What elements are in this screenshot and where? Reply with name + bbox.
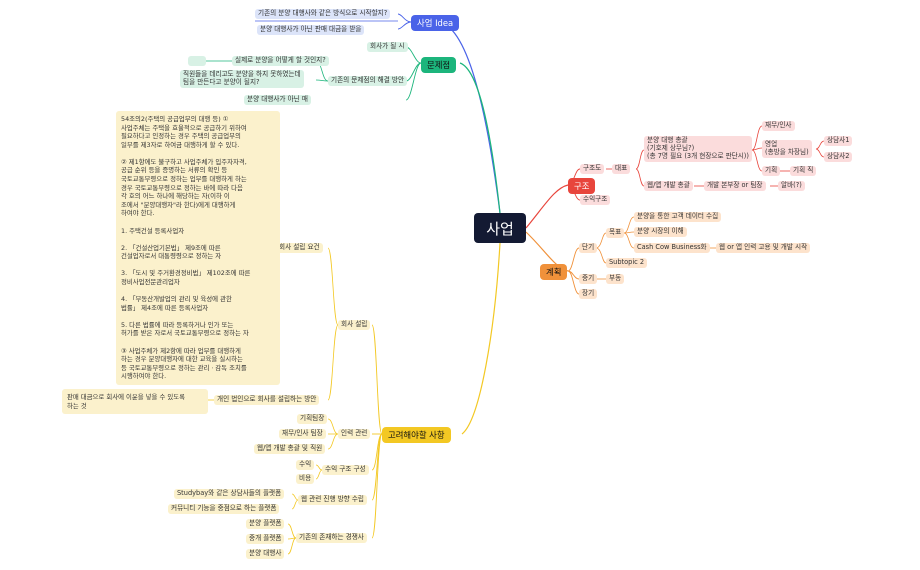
- competitor-1[interactable]: 분양 플랫폼: [246, 519, 285, 529]
- personal-company-plan[interactable]: 개인 법인으로 회사를 설립하는 방안: [214, 395, 320, 405]
- problem-item-sales[interactable]: 분양 대행사가 아닌 매: [244, 95, 311, 105]
- staff-item-2[interactable]: 재무/인사 팀장: [279, 429, 326, 439]
- staff-item-1[interactable]: 기획팀장: [297, 414, 328, 424]
- ceo-node[interactable]: 대표: [612, 164, 631, 174]
- problem-sub-1[interactable]: 실제로 분양을 어떻게 할 것인지?: [232, 56, 329, 66]
- web-direction[interactable]: 웹 관련 진행 방향 수립: [298, 495, 367, 505]
- personal-company-text[interactable]: 판매 대금으로 회사에 이윤을 넣을 수 있도록 하는 것: [62, 389, 208, 415]
- finance-hr-node[interactable]: 재무/인사: [762, 121, 795, 131]
- structure-diagram[interactable]: 구조도: [580, 164, 605, 174]
- company-requirements[interactable]: 회사 설립 요건: [276, 243, 323, 253]
- sales-node[interactable]: 영업 (총방을 차장님): [762, 140, 812, 158]
- branch-plan[interactable]: 계획: [540, 264, 568, 281]
- problem-empty-topic[interactable]: [188, 56, 206, 66]
- staffing[interactable]: 인력 관련: [338, 429, 371, 439]
- plan-subtopic[interactable]: Subtopic 2: [606, 258, 648, 268]
- sales-agency-head[interactable]: 분양 대행 총괄 (기호제 상무님?) (총 7명 필요 (3개 현장으로 판단…: [644, 136, 752, 162]
- branch-idea[interactable]: 사업 Idea: [411, 15, 460, 32]
- revenue-item-cost[interactable]: 비용: [296, 474, 315, 484]
- plan-short-term[interactable]: 단기: [579, 243, 598, 253]
- dev-lead-node[interactable]: 개발 본부장 or 팀장: [704, 181, 766, 191]
- idea-item-1[interactable]: 기존의 분양 대행사와 같은 방식으로 시작할지?: [255, 9, 391, 19]
- branch-structure[interactable]: 구조: [568, 178, 596, 195]
- revenue-structure[interactable]: 수익구조: [580, 195, 611, 205]
- problem-item-solution[interactable]: 기존의 문제점의 해결 방안: [328, 76, 408, 86]
- plan-mid-child[interactable]: 부동: [606, 274, 625, 284]
- revenue-composition[interactable]: 수익 구조 구성: [322, 465, 369, 475]
- planning-staff-node[interactable]: 기획 직: [790, 166, 817, 176]
- existing-competitors[interactable]: 기존의 존재하는 경쟁사: [296, 533, 367, 543]
- plan-goal[interactable]: 목표: [606, 228, 625, 238]
- competitor-3[interactable]: 분양 대행사: [246, 549, 285, 559]
- branch-problem[interactable]: 문제점: [421, 57, 457, 74]
- problem-item-company[interactable]: 회사가 될 시: [367, 42, 408, 52]
- counselor-2-node[interactable]: 상담사2: [824, 152, 853, 162]
- revenue-item-income[interactable]: 수익: [296, 460, 315, 470]
- requirements-text[interactable]: 54조의2(주택의 공급업무의 대행 등) ① 사업주체는 주택을 효율적으로 …: [116, 111, 280, 385]
- web-app-head[interactable]: 웹/앱 개발 총괄: [644, 181, 693, 191]
- branch-considerations[interactable]: 고려해야할 사항: [382, 427, 451, 444]
- plan-goal-3[interactable]: Cash Cow Business화: [634, 243, 710, 253]
- root-topic[interactable]: 사업: [474, 213, 526, 243]
- problem-sub-2[interactable]: 직원들을 데리고도 분양을 하지 못하였는데 팀을 만든다고 분양이 될지?: [180, 70, 304, 88]
- planning-node[interactable]: 기획: [762, 166, 781, 176]
- part-time-node[interactable]: 알바(?): [778, 181, 805, 191]
- web-item-2[interactable]: 커뮤니티 기능을 중점으로 하는 플랫폼: [168, 504, 280, 514]
- plan-goal-2[interactable]: 분양 시장의 이해: [634, 227, 687, 237]
- counselor-1-node[interactable]: 상담사1: [824, 136, 853, 146]
- plan-goal-3-sub[interactable]: 웹 or 앱 인력 고용 및 개발 시작: [716, 243, 811, 253]
- plan-goal-1[interactable]: 분양을 통한 고객 데이터 수집: [634, 212, 722, 222]
- staff-item-3[interactable]: 웹/앱 개발 총괄 및 직원: [254, 444, 326, 454]
- web-item-1[interactable]: Studybay와 같은 상담사들의 플랫폼: [174, 489, 285, 499]
- plan-mid-term[interactable]: 중기: [579, 274, 598, 284]
- company-setup[interactable]: 회사 설립: [338, 320, 371, 330]
- plan-long-term[interactable]: 장기: [579, 289, 598, 299]
- competitor-2[interactable]: 중개 플랫폼: [246, 534, 285, 544]
- idea-item-2[interactable]: 분양 대행사가 아닌 판매 대금을 받을: [257, 25, 365, 35]
